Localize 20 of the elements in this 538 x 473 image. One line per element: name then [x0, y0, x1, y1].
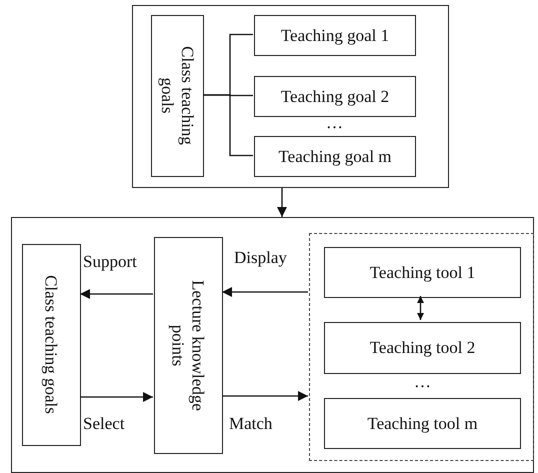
edge-label: Display: [233, 248, 288, 268]
dashed-group-box: [309, 233, 534, 461]
process-box: Teaching tool 1: [324, 247, 521, 298]
arrow: [417, 296, 424, 320]
arrow: [80, 289, 153, 299]
arrow: [80, 392, 153, 402]
process-box: Teaching goal 2: [254, 76, 416, 117]
arrow: [277, 188, 287, 217]
arrow: [222, 391, 308, 401]
group-panel: [132, 5, 449, 188]
vertical-box: Class teaching goals: [22, 244, 81, 446]
ellipsis-text: …: [413, 372, 432, 392]
vertical-box: Class teaching goals: [151, 15, 204, 177]
arrow: [222, 287, 308, 297]
connector-line: [203, 94, 253, 156]
process-box: Teaching goal 1: [254, 15, 416, 56]
process-box: Teaching tool m: [324, 398, 521, 449]
process-box: Teaching tool 2: [324, 322, 521, 374]
process-box: Teaching goal m: [254, 136, 416, 177]
vertical-box: Lecture knowledge points: [154, 237, 223, 454]
